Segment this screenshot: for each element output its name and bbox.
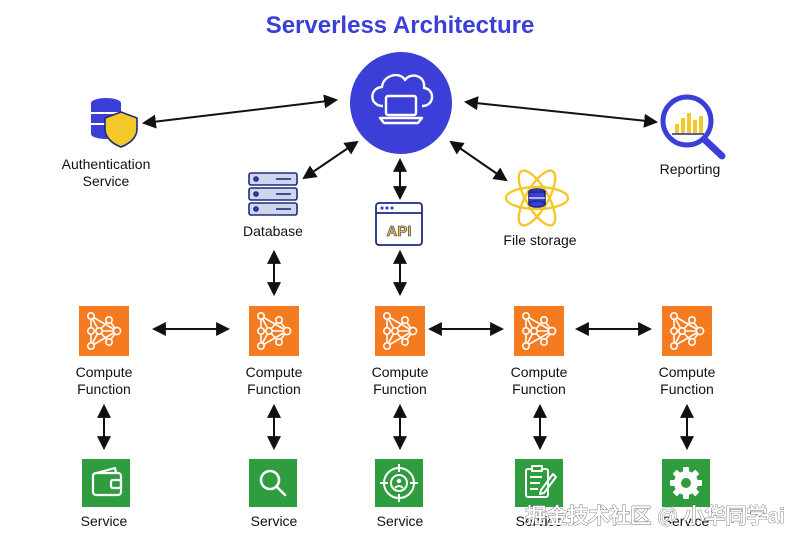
compute-function-3: Compute Function bbox=[372, 306, 429, 397]
service-1: Service bbox=[81, 459, 130, 529]
service-label: Service bbox=[251, 513, 298, 529]
compute-label-line1: Compute bbox=[246, 364, 303, 380]
cloud-laptop-hub bbox=[350, 52, 452, 154]
connector-hub-reporting bbox=[463, 96, 659, 128]
compute-label-line1: Compute bbox=[659, 364, 716, 380]
compute-label-line2: Function bbox=[373, 381, 427, 397]
database-node: Database bbox=[243, 172, 303, 239]
connectors bbox=[97, 94, 694, 451]
compute-label-line2: Function bbox=[247, 381, 301, 397]
server-rack-icon bbox=[248, 172, 298, 216]
service-5: Service bbox=[662, 459, 710, 529]
search-icon bbox=[259, 469, 287, 497]
auth-label-line2: Service bbox=[83, 173, 130, 189]
compute-label-line1: Compute bbox=[76, 364, 133, 380]
compute-function-1: Compute Function bbox=[76, 306, 133, 397]
wallet-icon bbox=[91, 466, 123, 497]
api-node: API bbox=[375, 202, 423, 246]
reporting-label: Reporting bbox=[660, 161, 721, 177]
atom-database-icon bbox=[504, 169, 570, 227]
service-label: Service bbox=[377, 513, 424, 529]
file-storage-node: File storage bbox=[503, 169, 577, 248]
service-tile bbox=[249, 459, 297, 507]
service-tile bbox=[82, 459, 130, 507]
compute-label-line1: Compute bbox=[372, 364, 429, 380]
service-label: Service bbox=[663, 513, 710, 529]
reporting-node: Reporting bbox=[660, 94, 726, 177]
api-window-icon bbox=[375, 202, 423, 246]
gear-icon bbox=[670, 467, 702, 499]
service-label: Service bbox=[81, 513, 128, 529]
watermark-text: 掘金技术社区 @ 小华同学ai bbox=[525, 504, 785, 528]
compute-function-2: Compute Function bbox=[246, 306, 303, 397]
compute-label-line2: Function bbox=[512, 381, 566, 397]
service-2: Service bbox=[249, 459, 298, 529]
clipboard-pen-icon bbox=[525, 465, 557, 498]
service-label: Service bbox=[516, 513, 563, 529]
authentication-service-node: Authentication Service bbox=[62, 98, 151, 189]
connector-auth-hub bbox=[141, 94, 339, 129]
connector-hub-file-storage bbox=[449, 140, 508, 182]
database-label: Database bbox=[243, 223, 303, 239]
cloud-laptop-icon bbox=[371, 73, 434, 125]
compute-function-5: Compute Function bbox=[659, 306, 716, 397]
compute-function-4: Compute Function bbox=[511, 306, 568, 397]
compute-label-line2: Function bbox=[77, 381, 131, 397]
diagram-title: Serverless Architecture bbox=[266, 12, 535, 39]
auth-label-line1: Authentication bbox=[62, 156, 151, 172]
target-user-icon bbox=[380, 464, 418, 502]
magnifier-chart-icon bbox=[660, 94, 726, 160]
file-storage-label: File storage bbox=[503, 232, 576, 248]
service-4: Service bbox=[515, 459, 563, 529]
database-shield-icon bbox=[91, 98, 138, 148]
api-badge-text: API bbox=[386, 223, 411, 240]
compute-label-line1: Compute bbox=[511, 364, 568, 380]
compute-label-line2: Function bbox=[660, 381, 714, 397]
service-3: Service bbox=[375, 459, 424, 529]
connector-hub-database bbox=[302, 140, 359, 180]
